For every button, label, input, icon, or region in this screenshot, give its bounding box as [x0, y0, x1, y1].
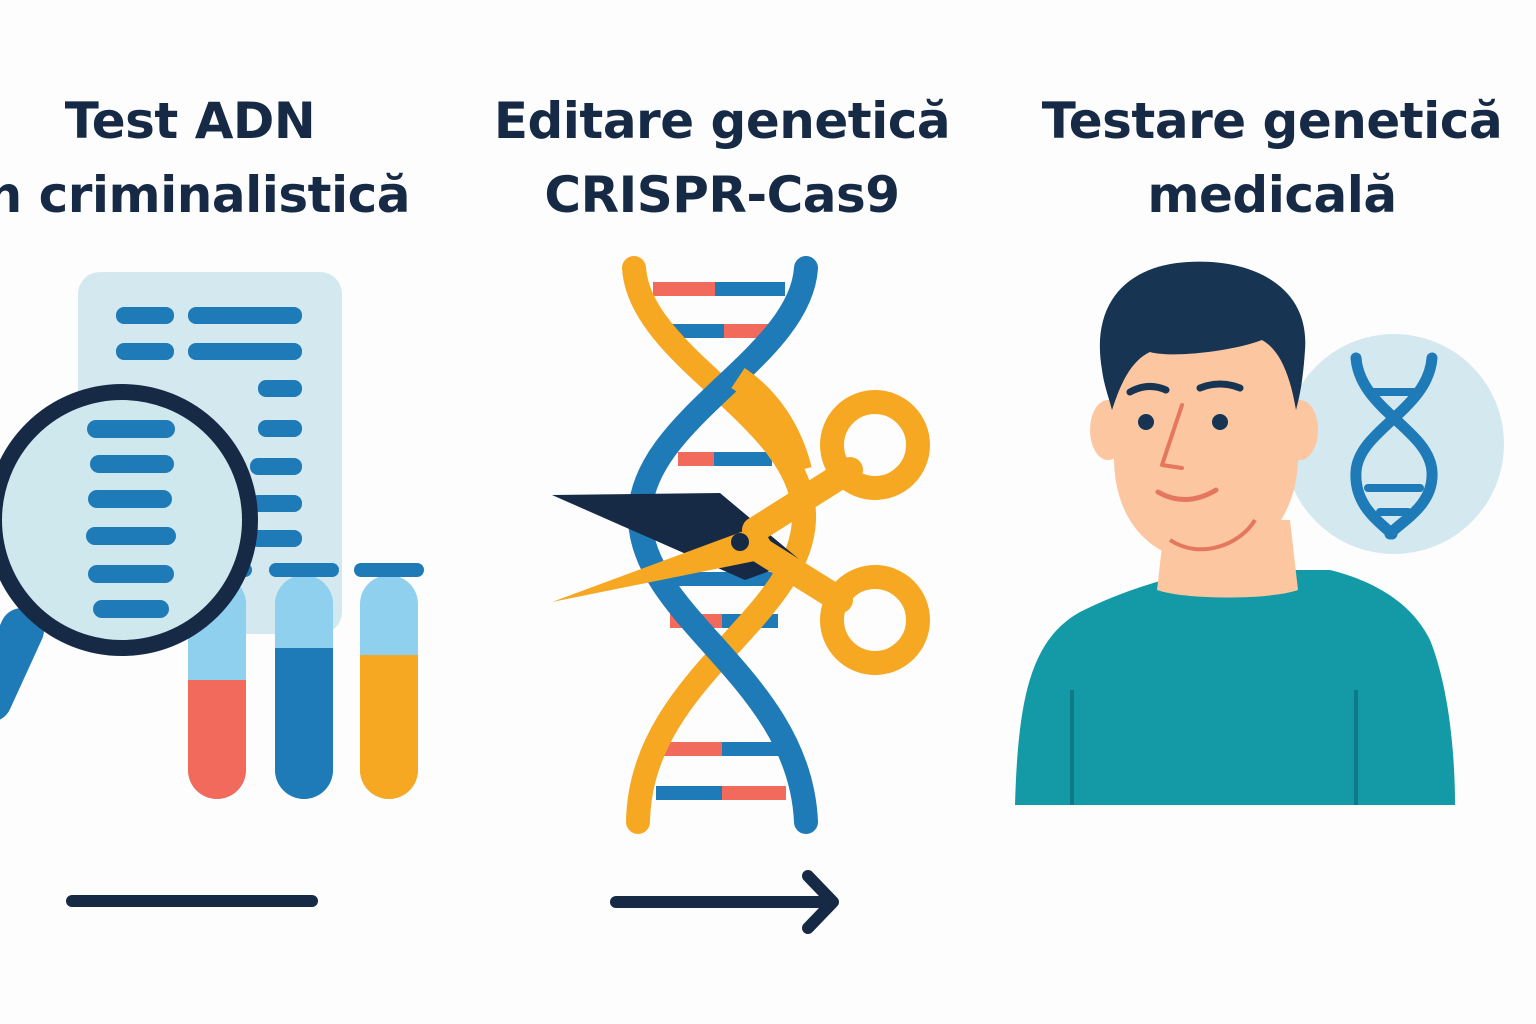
- title-line-1: Testare genetică: [1041, 92, 1503, 150]
- forensics-illustration: [0, 272, 424, 907]
- test-tube-blue: [269, 563, 339, 799]
- dna-badge-helix-icon: [1350, 352, 1438, 540]
- title-line-2: în criminalistică: [0, 166, 411, 224]
- dna-badge: [1284, 334, 1504, 554]
- scissors-icon: [552, 390, 930, 675]
- medical-testing-illustration: [1015, 261, 1504, 805]
- baseline-divider: [66, 895, 318, 907]
- title-line-2: CRISPR-Cas9: [544, 166, 900, 224]
- crispr-illustration: [552, 256, 930, 934]
- person-hair: [1099, 261, 1306, 410]
- test-tube-yellow: [354, 563, 424, 799]
- magnifier-icon: [0, 384, 258, 720]
- panel-title-dna-forensics: Test ADN în criminalistică: [0, 84, 440, 232]
- panel-title-medical-testing: Testare genetică medicală: [1022, 84, 1522, 232]
- person-shirt: [1015, 570, 1455, 805]
- panel-title-crispr: Editare genetică CRISPR-Cas9: [472, 84, 972, 232]
- arrow-right-icon: [610, 870, 839, 934]
- dna-strand-orange: [622, 256, 817, 834]
- person-smile: [1155, 487, 1219, 503]
- document-bands: [116, 307, 302, 547]
- title-line-2: medicală: [1147, 166, 1397, 224]
- title-line-1: Editare genetică: [493, 92, 951, 150]
- title-line-1: Test ADN: [64, 92, 316, 150]
